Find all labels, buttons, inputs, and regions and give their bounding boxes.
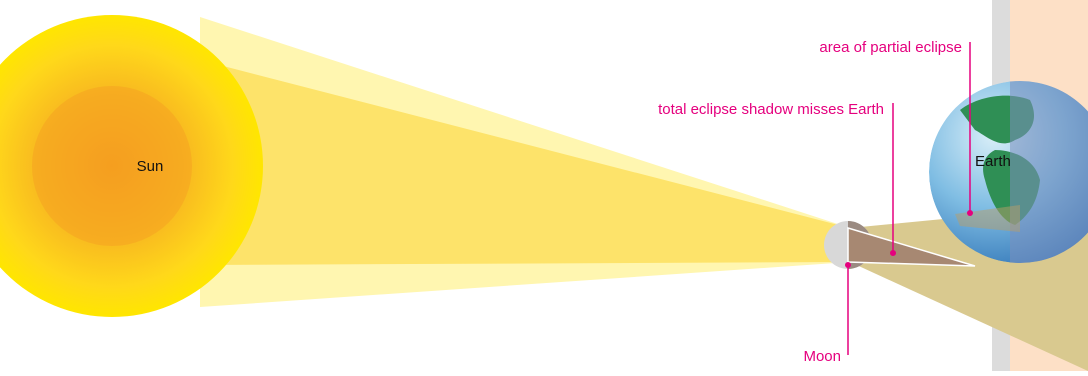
sun-core: [32, 86, 192, 246]
sunlight-cone: [200, 60, 850, 265]
earth-label: Earth: [975, 153, 1011, 170]
moon-dot: [845, 262, 851, 268]
total-eclipse-dot: [890, 250, 896, 256]
partial-eclipse-label: area of partial eclipse: [819, 39, 962, 56]
sun-label: Sun: [137, 158, 164, 175]
total-eclipse-label: total eclipse shadow misses Earth: [658, 101, 884, 118]
moon-label: Moon: [803, 348, 841, 365]
partial-eclipse-dot: [967, 210, 973, 216]
